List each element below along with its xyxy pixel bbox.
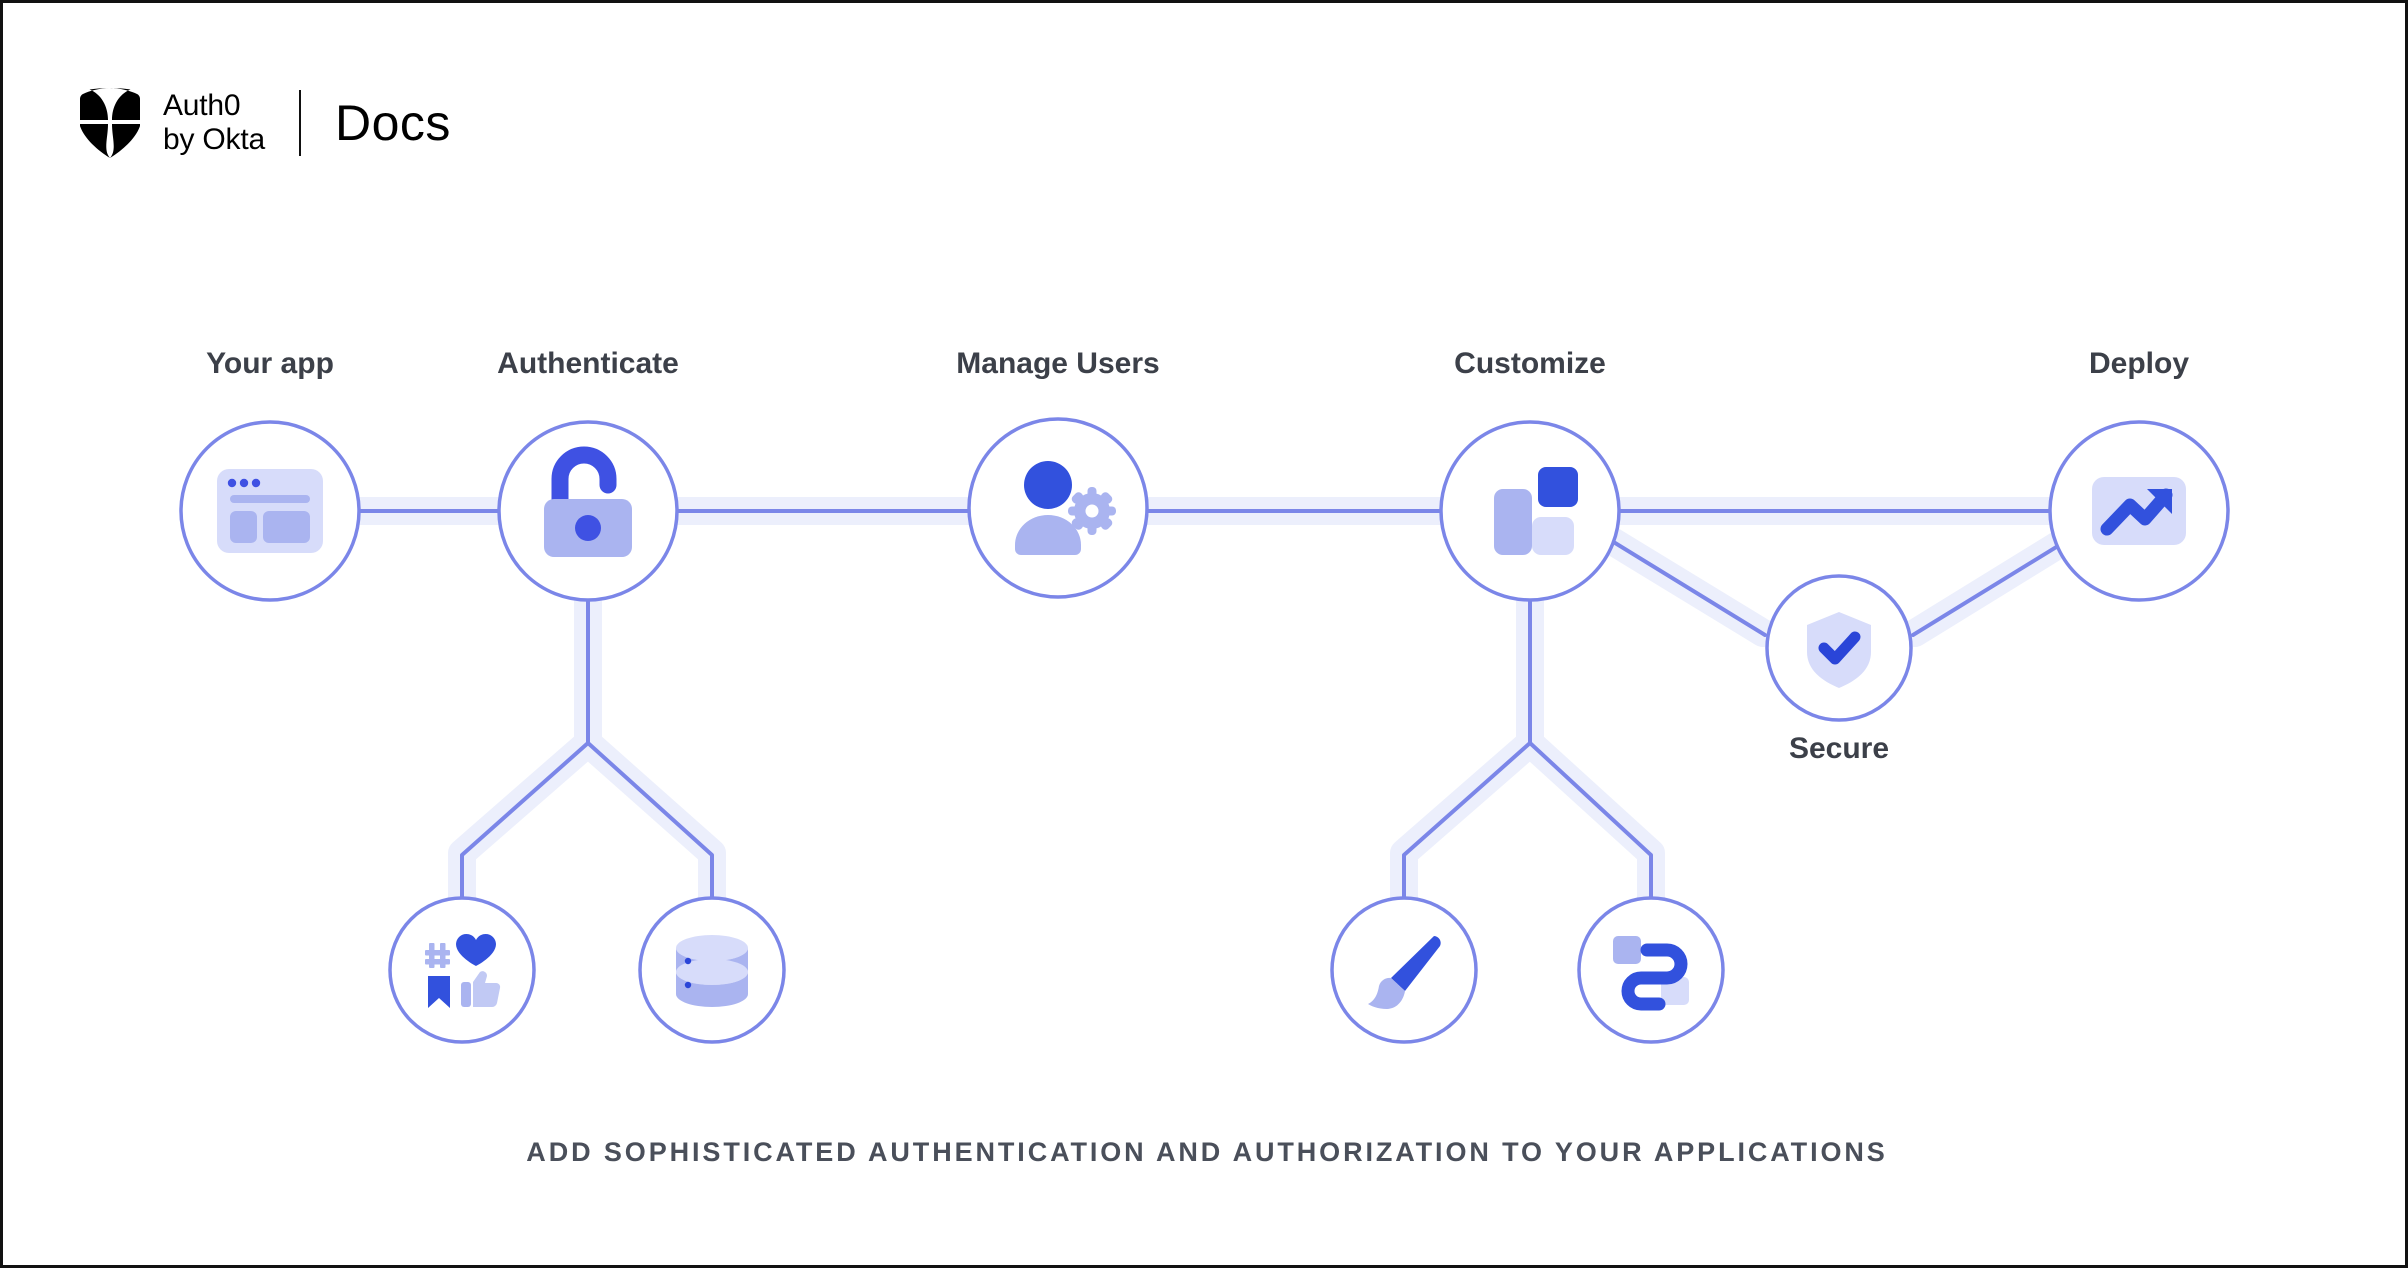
node-manage-users[interactable]: Manage Users (956, 347, 1160, 599)
node-social[interactable] (388, 896, 536, 1044)
node-branding[interactable] (1330, 896, 1478, 1044)
node-your-app[interactable]: Your app (179, 347, 361, 602)
site-header: Auth0 by Okta Docs (79, 87, 451, 159)
docs-title[interactable]: Docs (334, 95, 451, 151)
node-secure[interactable]: Secure (1765, 574, 1913, 765)
database-icon (676, 935, 748, 1007)
node-database[interactable] (638, 896, 786, 1044)
node-label-deploy: Deploy (2089, 347, 2189, 380)
page-tagline: ADD SOPHISTICATED AUTHENTICATION AND AUT… (526, 1137, 1888, 1167)
brand-line-2: by Okta (163, 123, 265, 156)
trending-up-icon (2092, 477, 2186, 545)
browser-window-icon (217, 469, 323, 553)
node-circle[interactable] (967, 417, 1149, 599)
node-flows[interactable] (1577, 896, 1725, 1044)
node-circle[interactable] (388, 896, 536, 1044)
node-deploy[interactable]: Deploy (2048, 347, 2230, 602)
node-label-your-app: Your app (206, 347, 334, 380)
node-customize[interactable]: Customize (1439, 347, 1621, 602)
brand-wordmark[interactable]: Auth0 by Okta (163, 89, 265, 156)
flow-diagram: Your app Authenticate Manage Users Custo… (3, 333, 2408, 1093)
node-label-customize: Customize (1454, 347, 1606, 380)
node-label-manage-users: Manage Users (956, 347, 1159, 380)
auth0-shield-logo-icon[interactable] (79, 86, 141, 160)
header-divider (298, 90, 301, 156)
node-label-secure: Secure (1789, 732, 1889, 765)
node-authenticate[interactable]: Authenticate (497, 347, 679, 602)
node-label-authenticate: Authenticate (497, 347, 679, 380)
flow-diagram-svg: Your app Authenticate Manage Users Custo… (179, 347, 2230, 1044)
brand-line-1: Auth0 (163, 89, 241, 123)
edge-authenticate-database (586, 599, 714, 902)
edge-customize-flows (1528, 599, 1653, 902)
node-circle[interactable] (1577, 896, 1725, 1044)
